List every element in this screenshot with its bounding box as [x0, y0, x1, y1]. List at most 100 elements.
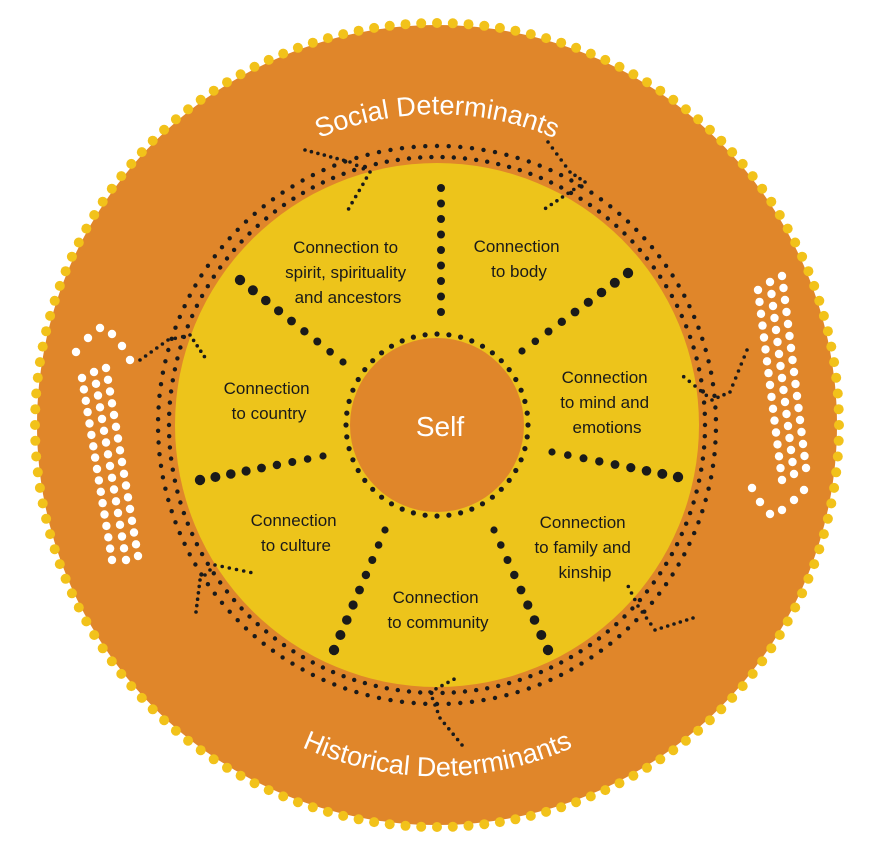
boundary-dot	[247, 231, 252, 236]
track-dot	[202, 354, 207, 359]
boundary-dot	[175, 356, 180, 361]
boundary-dot	[559, 660, 564, 665]
edge-dot	[292, 797, 303, 808]
right-arrow-dot	[753, 285, 763, 295]
right-white-arrow	[747, 271, 811, 519]
track-dot	[644, 616, 649, 620]
boundary-dot	[537, 163, 542, 168]
boundary-dot	[517, 677, 522, 683]
right-arrow-dot	[776, 463, 785, 473]
spoke-dot	[355, 585, 364, 595]
right-arrow-dot	[773, 440, 782, 449]
edge-dot	[45, 529, 56, 540]
left-arrow-dot	[109, 485, 119, 494]
right-arrow-dot	[788, 457, 797, 467]
boundary-dot	[625, 219, 631, 224]
edge-dot	[818, 529, 829, 540]
spoke-dot	[516, 585, 526, 595]
right-arrow-dot	[765, 277, 775, 287]
left-arrow-dot	[92, 464, 102, 474]
boundary-dot	[252, 211, 257, 216]
edge-dot	[353, 25, 364, 36]
label-family-line: kinship	[559, 563, 612, 582]
track-dot	[341, 158, 346, 163]
track-dot	[742, 355, 746, 359]
spoke-dot	[610, 460, 620, 469]
boundary-dot	[187, 552, 192, 557]
spoke-dot	[368, 556, 377, 564]
edge-dot	[353, 814, 364, 825]
track-dot	[745, 348, 749, 352]
left-arrow-dot	[95, 323, 105, 333]
track-dot	[191, 338, 196, 343]
spoke-dot	[523, 600, 533, 610]
spoke-dot	[288, 458, 297, 466]
label-body: Connection to body	[474, 237, 565, 281]
boundary-dot	[684, 521, 689, 526]
center-ring-dot	[388, 343, 395, 349]
center-ring-dot	[498, 486, 504, 492]
left-arrow-dot	[99, 426, 109, 435]
center-ring-dot	[343, 422, 349, 428]
right-arrow-dot	[788, 355, 797, 365]
label-family-line: Connection	[540, 513, 626, 532]
boundary-dot	[701, 445, 707, 450]
boundary-dot	[451, 690, 456, 695]
boundary-dot	[261, 204, 266, 209]
edge-dot	[54, 280, 65, 291]
boundary-dot	[504, 693, 509, 698]
track-dot	[194, 610, 198, 614]
edge-dot	[831, 467, 842, 478]
boundary-dot	[205, 263, 211, 268]
center-ring-dot	[513, 376, 519, 383]
spoke-dot	[622, 267, 634, 279]
boundary-dot	[169, 509, 174, 514]
edge-dot	[369, 22, 380, 33]
boundary-dot	[406, 156, 412, 161]
right-arrow-dot	[779, 283, 788, 293]
boundary-dot	[384, 686, 389, 691]
track-dot	[736, 369, 741, 373]
edge-dot	[642, 762, 652, 773]
track-dot	[693, 384, 697, 388]
boundary-dot	[157, 452, 162, 457]
track-dot	[626, 584, 631, 589]
boundary-dot	[167, 434, 172, 439]
spoke-dot	[303, 455, 312, 463]
center-ring-dot	[410, 510, 416, 516]
right-arrow-dot	[780, 397, 790, 407]
left-arrow-dot	[107, 473, 117, 482]
boundary-dot	[664, 284, 669, 289]
spoke-dot	[510, 570, 519, 580]
edge-dot	[716, 704, 727, 715]
spoke-dot	[437, 246, 445, 254]
boundary-dot	[300, 190, 306, 196]
boundary-dot	[205, 582, 211, 587]
edge-dot	[774, 630, 785, 640]
spoke-dot	[210, 472, 221, 482]
boundary-dot	[272, 209, 278, 214]
boundary-dot	[173, 325, 178, 330]
edge-dot	[49, 544, 60, 555]
center-ring-dot	[344, 410, 350, 416]
boundary-dot	[526, 686, 531, 691]
boundary-dot	[362, 680, 368, 686]
boundary-dot	[163, 359, 168, 364]
track-dot	[322, 153, 327, 157]
boundary-dot	[578, 649, 583, 654]
spoke-dot	[564, 451, 572, 459]
boundary-dot	[692, 530, 697, 536]
track-dot	[166, 338, 170, 342]
boundary-dot	[587, 642, 593, 648]
boundary-dot	[423, 144, 428, 149]
boundary-dot	[548, 665, 554, 670]
boundary-dot	[657, 254, 662, 259]
track-dot	[433, 703, 437, 707]
boundary-dot	[676, 283, 681, 288]
edge-dot	[797, 588, 808, 599]
track-dot	[629, 591, 634, 595]
boundary-dot	[354, 689, 359, 695]
edge-dot	[208, 85, 219, 96]
right-arrow-dot	[798, 439, 808, 449]
left-arrow-dot	[113, 434, 123, 443]
